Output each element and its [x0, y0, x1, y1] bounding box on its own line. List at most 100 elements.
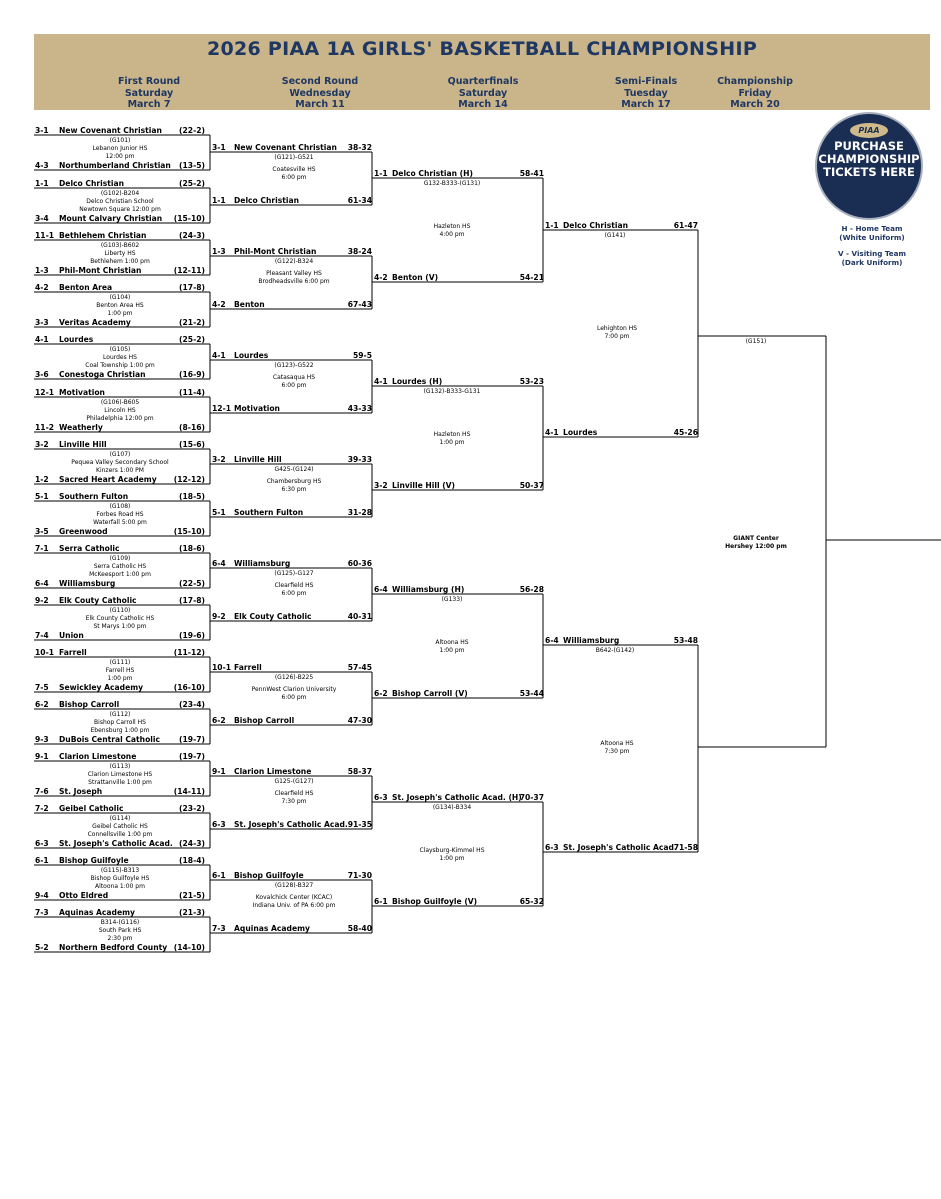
team-name: Williamsburg	[563, 636, 620, 645]
piaa-logo-icon: PIAA	[850, 123, 888, 138]
seed: 9-1	[212, 767, 226, 776]
team-name: Northumberland Christian	[59, 161, 171, 170]
game-code: (G122)-B324	[274, 258, 314, 265]
seed: 3-4	[35, 214, 49, 223]
seed: 4-2	[212, 300, 226, 309]
seed: 12-1	[212, 404, 232, 413]
team-name: Lourdes	[234, 351, 269, 360]
team-name: New Covenant Christian	[59, 126, 162, 135]
team-name: Veritas Academy	[59, 318, 131, 327]
team-record: (15-10)	[173, 214, 205, 223]
seed: 6-1	[374, 897, 388, 906]
game-info: South Park HS	[98, 927, 142, 934]
game-info: Clarion Limestone HS	[87, 771, 153, 778]
team-name: Lourdes (H)	[392, 377, 443, 386]
team-name: Benton Area	[59, 283, 113, 292]
team-score: 47-30	[347, 716, 372, 725]
team-record: (13-5)	[179, 161, 205, 170]
team-record: (16-10)	[173, 683, 205, 692]
game-info: (G109)	[109, 555, 131, 562]
game-info: Newtown Square 12:00 pm	[79, 206, 161, 213]
team-record: (25-2)	[179, 335, 205, 344]
game-info: Pequea Valley Secondary School	[71, 459, 169, 466]
seed: 1-1	[545, 221, 559, 230]
game-info: 6:00 pm	[281, 694, 307, 701]
team-name: Bishop Carroll	[59, 700, 120, 709]
game-info: Liberty HS	[104, 250, 136, 257]
game-info: 4:00 pm	[439, 231, 465, 238]
game-info: (G114)	[109, 815, 131, 822]
team-name: St. Joseph	[59, 787, 103, 796]
seed: 6-4	[212, 559, 226, 568]
game-info: (G105)	[109, 346, 131, 353]
team-name: Bishop Guilfoyle	[234, 871, 304, 880]
game-info: Lourdes HS	[103, 354, 137, 361]
game-info: (G113)	[109, 763, 131, 770]
seed: 4-2	[374, 273, 388, 282]
team-score: 59-5	[352, 351, 372, 360]
team-name: Southern Fulton	[59, 492, 129, 501]
seed: 11-2	[35, 423, 55, 432]
team-name: Delco Christian (H)	[392, 169, 473, 178]
game-code: (G125)-G127	[274, 570, 314, 577]
team-name: Linville Hill	[234, 455, 282, 464]
game-info: Hazleton HS	[433, 431, 471, 438]
header-banner: 2026 PIAA 1A GIRLS' BASKETBALL CHAMPIONS…	[34, 34, 930, 110]
team-name: Delco Christian	[563, 221, 629, 230]
team-name: Farrell	[234, 663, 262, 672]
game-info: 2:30 pm	[107, 935, 133, 942]
game-info: Bishop Guilfoyle HS	[90, 875, 150, 882]
team-record: (17-8)	[179, 283, 205, 292]
seed: 9-4	[35, 891, 49, 900]
team-name: Lourdes	[59, 335, 94, 344]
game-info: Coatesville HS	[272, 166, 316, 173]
seed: 6-3	[545, 843, 559, 852]
game-info: 7:30 pm	[281, 798, 307, 805]
purchase-tickets-button[interactable]: PIAA PURCHASE CHAMPIONSHIP TICKETS HERE	[815, 112, 923, 220]
seed: 4-1	[545, 428, 559, 437]
game-info: Lehighton HS	[596, 325, 638, 332]
game-info: Kovalchick Center (KCAC)	[255, 894, 333, 901]
game-code: G132-B333-(G131)	[423, 180, 481, 187]
team-record: (18-5)	[179, 492, 205, 501]
team-name: DuBois Central Catholic	[59, 735, 161, 744]
team-record: (18-4)	[179, 856, 205, 865]
seed: 1-1	[35, 179, 49, 188]
team-score: 70-37	[519, 793, 544, 802]
team-name: Greenwood	[59, 527, 108, 536]
team-name: St. Joseph's Catholic Acad.	[234, 820, 348, 829]
team-name: Aquinas Academy	[59, 908, 135, 917]
game-info: (G111)	[109, 659, 131, 666]
team-name: Otto Eldred	[59, 891, 109, 900]
team-name: Bishop Carroll	[234, 716, 295, 725]
team-name: Aquinas Academy	[234, 924, 310, 933]
seed: 3-1	[212, 143, 226, 152]
game-info: Catasaqua HS	[272, 374, 316, 381]
game-info: Lebanon Junior HS	[92, 145, 148, 152]
game-code: G125-(G127)	[274, 778, 314, 785]
team-name: Clarion Limestone	[234, 767, 312, 776]
game-info: (G110)	[109, 607, 131, 614]
game-code: (G151)	[745, 338, 767, 345]
game-info: 1:00 pm	[107, 675, 133, 682]
